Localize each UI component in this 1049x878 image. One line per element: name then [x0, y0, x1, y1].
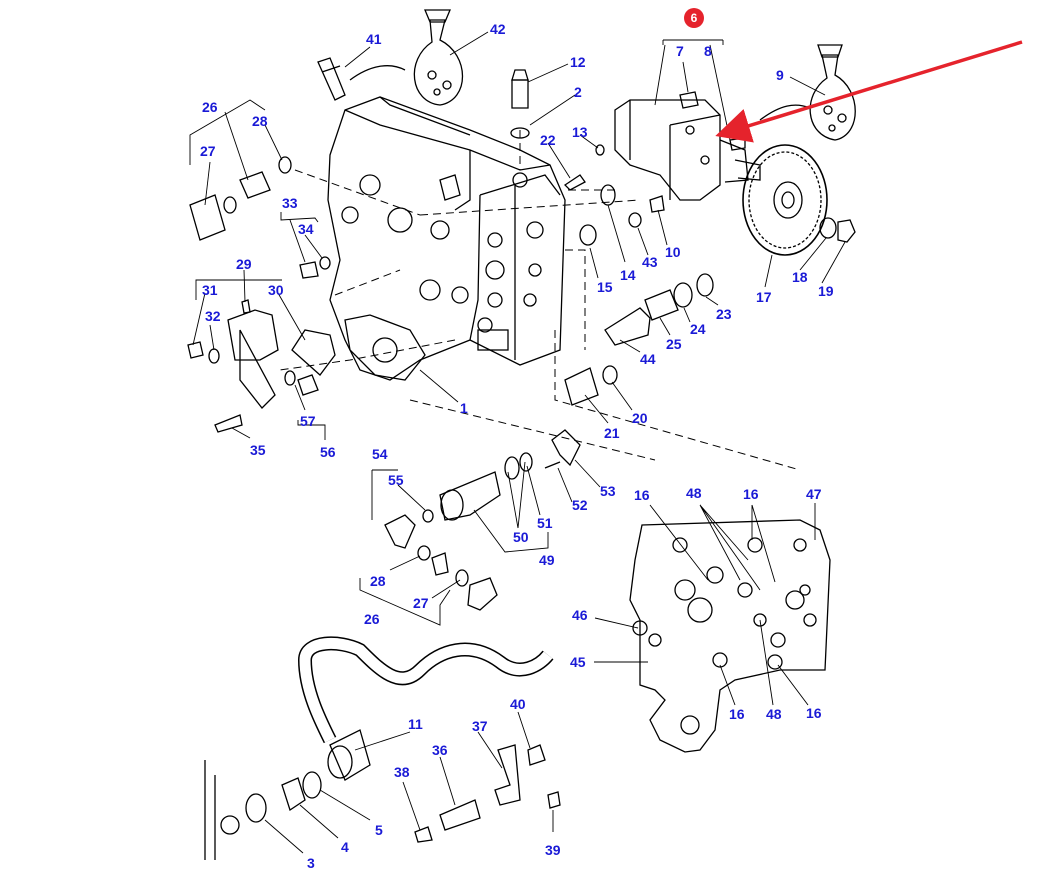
callout-28-top: 28 [252, 113, 268, 129]
bolt-52 [544, 461, 561, 469]
callout-10: 10 [665, 244, 681, 260]
callout-23: 23 [716, 306, 732, 322]
callout-3: 3 [307, 855, 315, 871]
callout-43: 43 [642, 254, 658, 270]
pin-22 [563, 174, 586, 191]
seal-kit-bag-9 [759, 44, 856, 141]
callout-45: 45 [570, 654, 586, 670]
callout-25: 25 [666, 336, 682, 352]
pipe-11 [297, 636, 554, 781]
callout-26-bottom: 26 [364, 611, 380, 627]
pump-6 [614, 91, 761, 201]
gear-17 [742, 144, 828, 256]
callout-7: 7 [676, 43, 684, 59]
callout-50: 50 [513, 529, 529, 545]
callout-48-b: 48 [766, 706, 782, 722]
callout-53: 53 [600, 483, 616, 499]
callout-41: 41 [366, 31, 382, 47]
callout-52: 52 [572, 497, 588, 513]
callout-33: 33 [282, 195, 298, 211]
callout-13: 13 [572, 124, 588, 140]
callout-20: 20 [632, 410, 648, 426]
callout-4: 4 [341, 839, 349, 855]
callout-47: 47 [806, 486, 822, 502]
main-housing [327, 96, 566, 381]
washer-18 [819, 217, 837, 239]
callout-34: 34 [298, 221, 314, 237]
callout-46: 46 [572, 607, 588, 623]
callout-31: 31 [202, 282, 218, 298]
sleeve-21 [564, 365, 618, 406]
callout-9: 9 [776, 67, 784, 83]
callout-38: 38 [394, 764, 410, 780]
callout-30: 30 [268, 282, 284, 298]
callout-19: 19 [818, 283, 834, 299]
valve-49 [439, 452, 533, 521]
callout-27-top: 27 [200, 143, 216, 159]
callout-15: 15 [597, 279, 613, 295]
callout-18: 18 [792, 269, 808, 285]
callout-17: 17 [756, 289, 772, 305]
bracket-53 [551, 429, 581, 467]
callout-11: 11 [408, 716, 423, 732]
nut-19 [837, 219, 856, 243]
callout-2: 2 [574, 84, 582, 100]
highlight-badge: 6 [684, 8, 704, 28]
callout-51: 51 [537, 515, 553, 531]
highlight-arrow [715, 40, 1023, 143]
callout-42: 42 [490, 21, 506, 37]
callout-16-c: 16 [729, 706, 745, 722]
callout-22: 22 [540, 132, 556, 148]
callout-16-d: 16 [806, 705, 822, 721]
callout-37: 37 [472, 718, 488, 734]
elbow-55 [384, 514, 416, 549]
callout-35: 35 [250, 442, 266, 458]
fitting-12 [510, 69, 530, 139]
callout-21: 21 [604, 425, 620, 441]
callout-32: 32 [205, 308, 221, 324]
seal-kit-bag-42 [413, 9, 463, 106]
callout-26-top: 26 [202, 99, 218, 115]
callout-39: 39 [545, 842, 561, 858]
callout-28-bottom: 28 [370, 573, 386, 589]
callout-27-bottom: 27 [413, 595, 429, 611]
callout-24: 24 [690, 321, 706, 337]
callout-48-a: 48 [686, 485, 702, 501]
callout-29: 29 [236, 256, 252, 272]
callout-49: 49 [539, 552, 555, 568]
callout-36: 36 [432, 742, 448, 758]
sensor-41 [317, 57, 406, 101]
callout-56: 56 [320, 444, 336, 460]
callout-12: 12 [570, 54, 586, 70]
plate-30 [291, 329, 336, 376]
callout-16-a: 16 [634, 487, 650, 503]
valve-body-right [629, 519, 831, 753]
callout-57: 57 [300, 413, 316, 429]
callout-14: 14 [620, 267, 636, 283]
callout-54: 54 [372, 446, 388, 462]
solenoid-valve-29 [227, 299, 279, 409]
callout-8: 8 [704, 43, 712, 59]
spool-assembly [604, 273, 714, 346]
callout-5: 5 [375, 822, 383, 838]
callout-44: 44 [640, 351, 656, 367]
callout-16-b: 16 [743, 486, 759, 502]
callout-40: 40 [510, 696, 526, 712]
bolt-35 [214, 414, 243, 433]
assembly-lines [279, 130, 801, 471]
leader-lines [189, 31, 846, 854]
callout-1: 1 [460, 400, 468, 416]
callout-55: 55 [388, 472, 404, 488]
